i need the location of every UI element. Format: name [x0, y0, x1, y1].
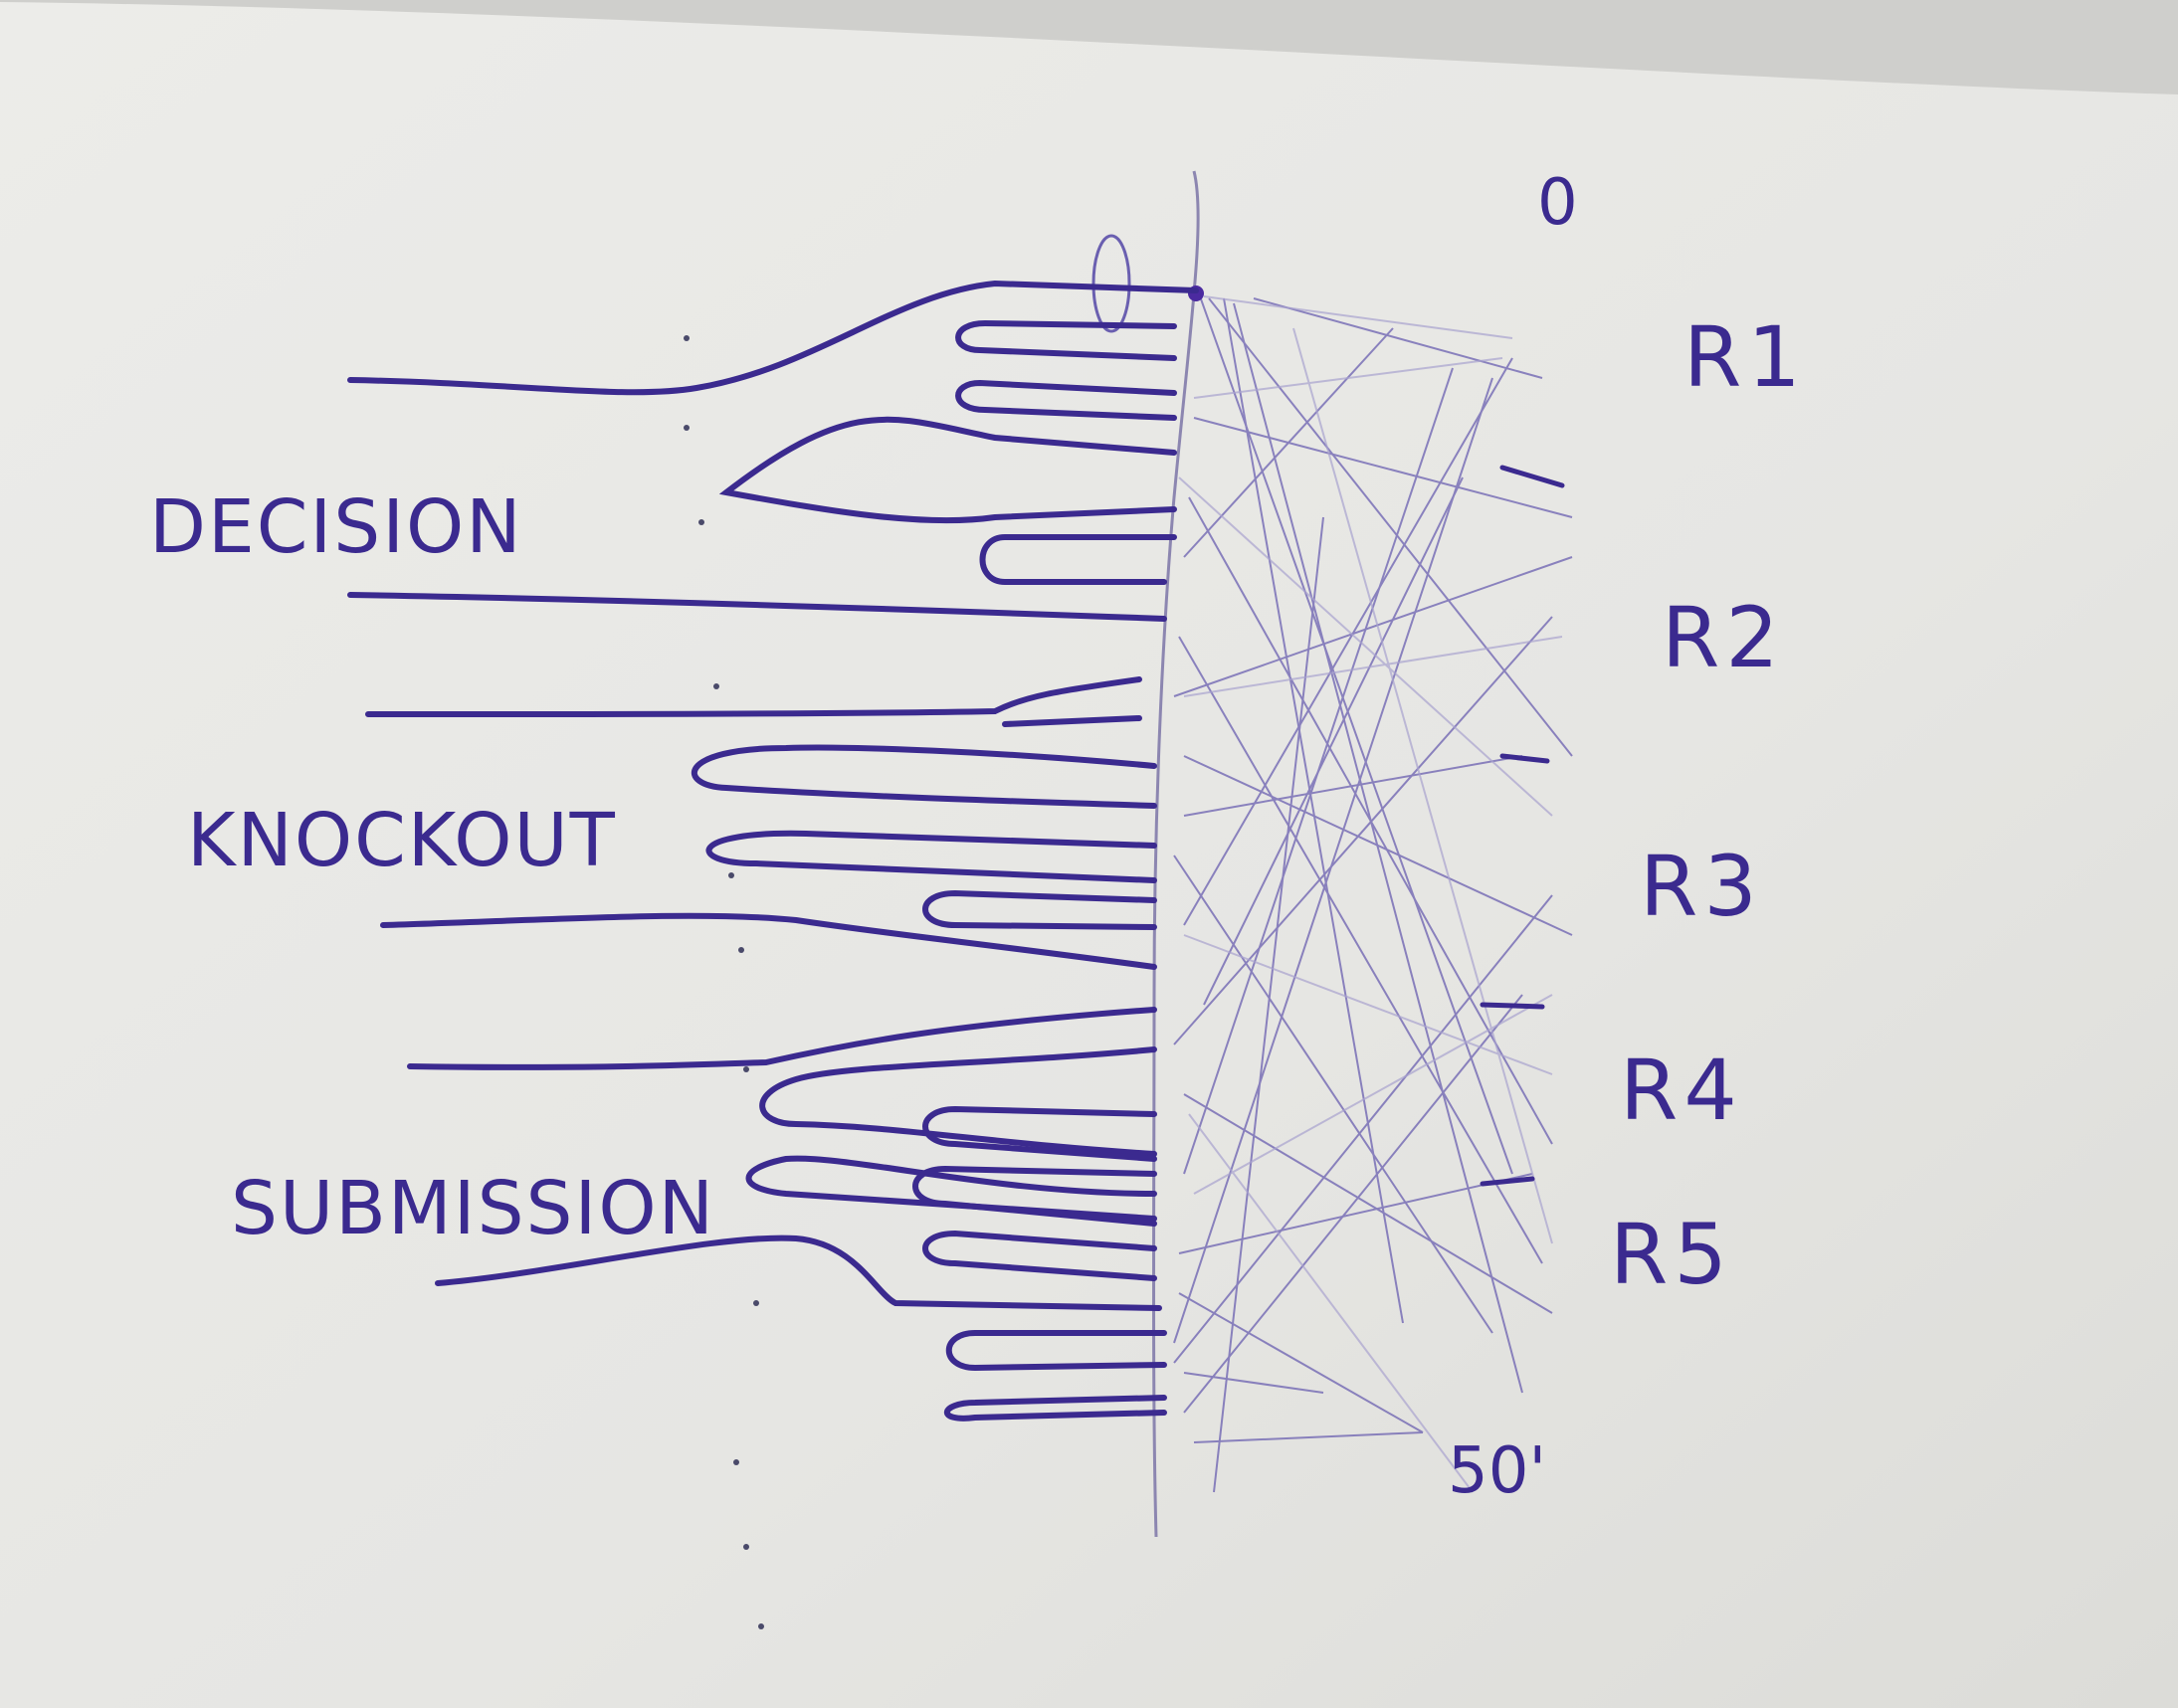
- start-node-circle: [1091, 234, 1131, 333]
- submission-bracket: [407, 1007, 1167, 1422]
- fight-lines: [1173, 292, 1573, 1493]
- timeline-end-label: 50': [1448, 1434, 1546, 1508]
- knockout-bracket: [365, 676, 1157, 970]
- round-label-r2: R2: [1662, 589, 1785, 686]
- round-tick-marks: [1480, 465, 1565, 1187]
- guide-dots: [684, 335, 764, 1629]
- round-label-r1: R1: [1683, 308, 1807, 406]
- board-top-edge: [0, 0, 2178, 95]
- round-label-r3: R3: [1640, 838, 1763, 935]
- category-label-knockout: KNOCKOUT: [187, 798, 617, 883]
- fight-lines-faint: [1178, 295, 1563, 1493]
- decision-bracket: [347, 280, 1199, 622]
- timeline-start-label: 0: [1537, 166, 1578, 240]
- round-label-r5: R5: [1610, 1206, 1733, 1303]
- round-label-r4: R4: [1620, 1042, 1743, 1139]
- category-label-submission: SUBMISSION: [231, 1166, 715, 1251]
- category-label-decision: DECISION: [149, 484, 523, 570]
